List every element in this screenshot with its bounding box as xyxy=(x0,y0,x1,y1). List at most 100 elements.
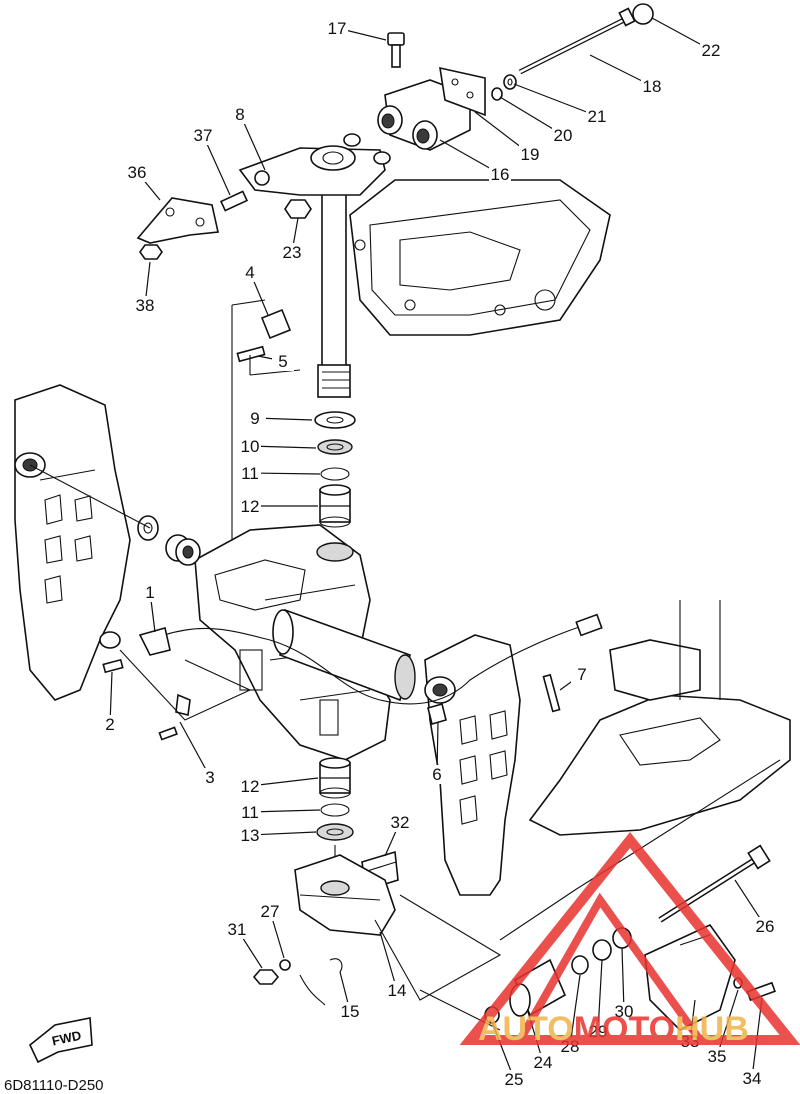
callout-number: 9 xyxy=(250,409,259,428)
callout-number: 34 xyxy=(743,1069,762,1088)
callout-number: 32 xyxy=(391,813,410,832)
seal-10 xyxy=(317,439,353,455)
callout-number: 19 xyxy=(521,145,540,164)
callout-number: 17 xyxy=(328,19,347,38)
washer-29 xyxy=(592,939,612,961)
callout-number: 26 xyxy=(756,917,775,936)
callout-backing xyxy=(754,917,776,936)
nut-38 xyxy=(139,244,163,260)
callout-backing xyxy=(99,715,121,734)
callout-backing xyxy=(259,902,281,921)
callout-backing xyxy=(239,826,261,845)
callout-number: 11 xyxy=(241,464,259,483)
left-washer xyxy=(137,515,159,541)
callout-backing xyxy=(239,497,261,516)
callout-number: 5 xyxy=(278,352,287,371)
callout-labels: 1234567891011111212131415161718192021222… xyxy=(99,17,776,1089)
leader-line xyxy=(621,947,625,1012)
callout-backing xyxy=(426,765,448,784)
callout-number: 11 xyxy=(241,803,259,822)
callout-backing xyxy=(519,145,541,164)
callout-number: 3 xyxy=(205,768,214,787)
callout-number: 1 xyxy=(145,583,154,602)
callout-number: 12 xyxy=(241,777,260,796)
callout-backing xyxy=(239,437,261,456)
nut-23 xyxy=(284,199,312,219)
callout-number: 38 xyxy=(136,296,155,315)
steering-arm xyxy=(238,133,391,196)
callout-number: 25 xyxy=(505,1070,524,1089)
callout-backing xyxy=(126,163,148,182)
steering-shaft xyxy=(317,159,351,398)
washer-28 xyxy=(571,955,589,975)
callout-number: 18 xyxy=(643,77,662,96)
callout-number: 30 xyxy=(615,1002,634,1021)
lower-mount-housing xyxy=(294,854,396,936)
clamp-4 xyxy=(236,308,292,363)
bolt-2 xyxy=(102,658,124,674)
o-ring-11-upper xyxy=(320,467,350,481)
callout-number: 31 xyxy=(228,920,247,939)
callout-backing xyxy=(613,1002,635,1021)
callout-number: 2 xyxy=(105,715,114,734)
callout-number: 15 xyxy=(341,1002,360,1021)
clip-15 xyxy=(299,958,343,1006)
callout-number: 36 xyxy=(128,163,147,182)
callout-backing xyxy=(239,464,261,483)
leader-line xyxy=(249,777,319,787)
o-ring-11-lower xyxy=(320,803,350,817)
bushing-12-lower xyxy=(319,757,351,799)
callout-backing xyxy=(281,243,303,262)
left-bushing xyxy=(165,534,201,566)
callout-backing xyxy=(389,813,411,832)
fwd-arrow-icon: FWD xyxy=(29,1017,93,1064)
bolt-26 xyxy=(658,844,771,923)
callout-number: 8 xyxy=(235,105,244,124)
clip-3 xyxy=(158,693,191,741)
washer-27 xyxy=(279,959,291,971)
callout-number: 20 xyxy=(554,126,573,145)
bushing-12-upper xyxy=(319,484,351,528)
leader-line xyxy=(179,721,211,778)
callout-backing xyxy=(139,583,161,602)
washer-9 xyxy=(314,411,356,429)
callout-backing xyxy=(326,19,348,38)
swivel-bracket xyxy=(194,524,416,761)
callout-backing xyxy=(239,777,261,796)
callout-number: 16 xyxy=(491,165,510,184)
callout-backing xyxy=(226,920,248,939)
callout-number: 4 xyxy=(245,263,254,282)
leader-line xyxy=(513,83,598,117)
cover-33 xyxy=(644,923,736,1031)
fwd-label: FWD xyxy=(51,1028,83,1049)
trim-sensor-wire xyxy=(138,613,603,705)
seal-13 xyxy=(316,823,354,841)
callout-backing xyxy=(239,803,261,822)
callout-number: 12 xyxy=(241,497,260,516)
leader-line xyxy=(379,931,398,991)
leader-line xyxy=(249,472,321,475)
callout-number: 22 xyxy=(702,41,721,60)
callout-number: 7 xyxy=(577,665,586,684)
leader-line xyxy=(597,959,603,1032)
friction-assembly xyxy=(377,66,486,151)
diagram-code: 6D81110-D250 xyxy=(4,1077,104,1094)
upper-mount-plate xyxy=(349,179,611,336)
callout-backing xyxy=(503,1070,525,1089)
leader-line xyxy=(249,809,321,813)
callout-number: 35 xyxy=(708,1047,727,1066)
callout-backing xyxy=(229,105,251,124)
leader-line xyxy=(491,1021,515,1080)
callout-number: 37 xyxy=(194,126,213,145)
pin-7 xyxy=(542,673,561,713)
callout-backing xyxy=(586,107,608,126)
bolt-37 xyxy=(219,190,249,212)
callout-backing xyxy=(706,1047,728,1066)
callout-number: 6 xyxy=(432,765,441,784)
callout-backing xyxy=(741,1069,763,1088)
callout-backing xyxy=(272,352,294,371)
washer-20 xyxy=(491,87,503,101)
callout-backing xyxy=(134,296,156,315)
leader-box-1-3 xyxy=(119,649,252,721)
callout-backing xyxy=(199,768,221,787)
